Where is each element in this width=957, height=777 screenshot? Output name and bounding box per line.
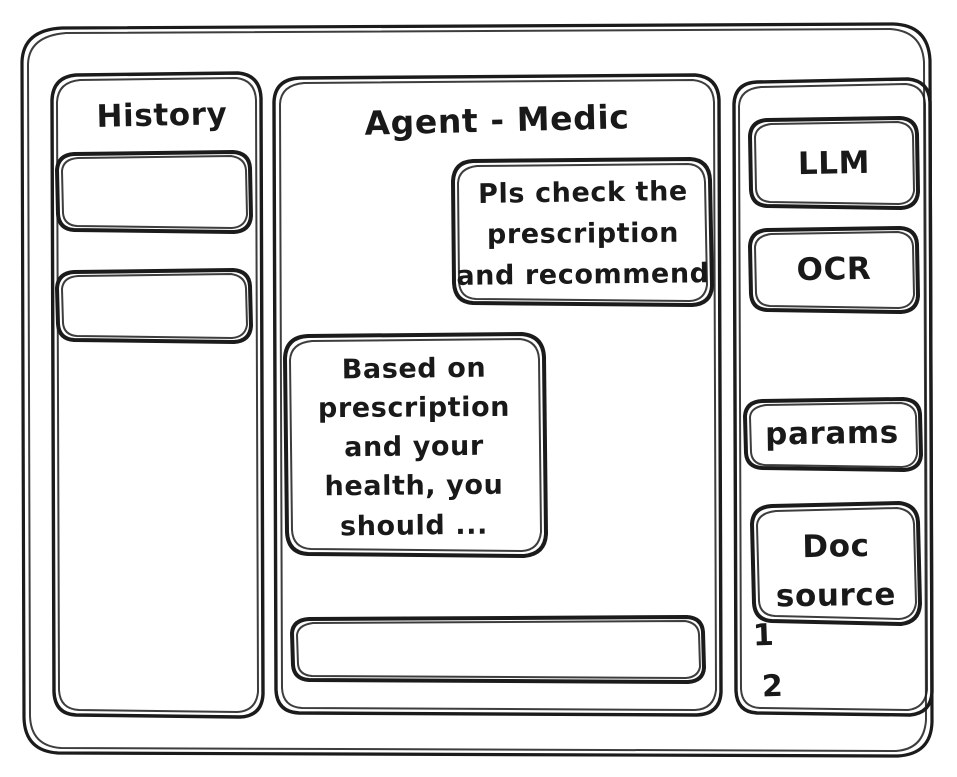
history-item-2[interactable]: [55, 268, 253, 344]
message-assistant-line-1: Based on: [342, 353, 487, 386]
history-panel: History: [50, 71, 265, 719]
doc-source-line-2: source: [776, 577, 897, 615]
chat-panel: Agent - Medic Pls check the prescription…: [272, 73, 723, 717]
message-assistant-line-4: health, you: [324, 470, 503, 503]
history-panel-title: History: [96, 96, 228, 135]
doc-source-line-1: Doc: [802, 528, 870, 565]
params-button-label: params: [765, 415, 899, 453]
doc-source-button[interactable]: Doc source: [750, 501, 922, 626]
history-item-1[interactable]: [55, 150, 253, 234]
doc-list-item-2[interactable]: 2: [761, 669, 784, 705]
ocr-button[interactable]: OCR: [748, 226, 920, 314]
message-bubble-user: Pls check the prescription and recommend: [451, 157, 714, 307]
message-assistant-line-2: prescription: [318, 392, 510, 424]
chat-panel-title: Agent - Medic: [364, 97, 630, 142]
doc-list-item-1[interactable]: 1: [752, 618, 775, 654]
message-user-line-3: and recommend: [456, 258, 710, 292]
message-bubble-assistant: Based on prescription and your health, y…: [283, 332, 548, 558]
ocr-button-label: OCR: [796, 251, 871, 288]
message-user-line-2: prescription: [487, 218, 679, 251]
message-user-line-1: Pls check the: [478, 176, 688, 210]
llm-button-label: LLM: [798, 145, 871, 182]
message-input[interactable]: [290, 615, 706, 684]
message-assistant-line-3: and your: [344, 431, 484, 463]
app-window-frame: [20, 22, 934, 758]
tools-panel: LLM OCR params Doc source 1 2: [732, 77, 934, 717]
params-button[interactable]: params: [743, 397, 923, 472]
llm-button[interactable]: LLM: [748, 116, 920, 210]
doc-source-list: 1 2: [752, 618, 784, 705]
message-assistant-line-5: should ...: [340, 510, 488, 543]
